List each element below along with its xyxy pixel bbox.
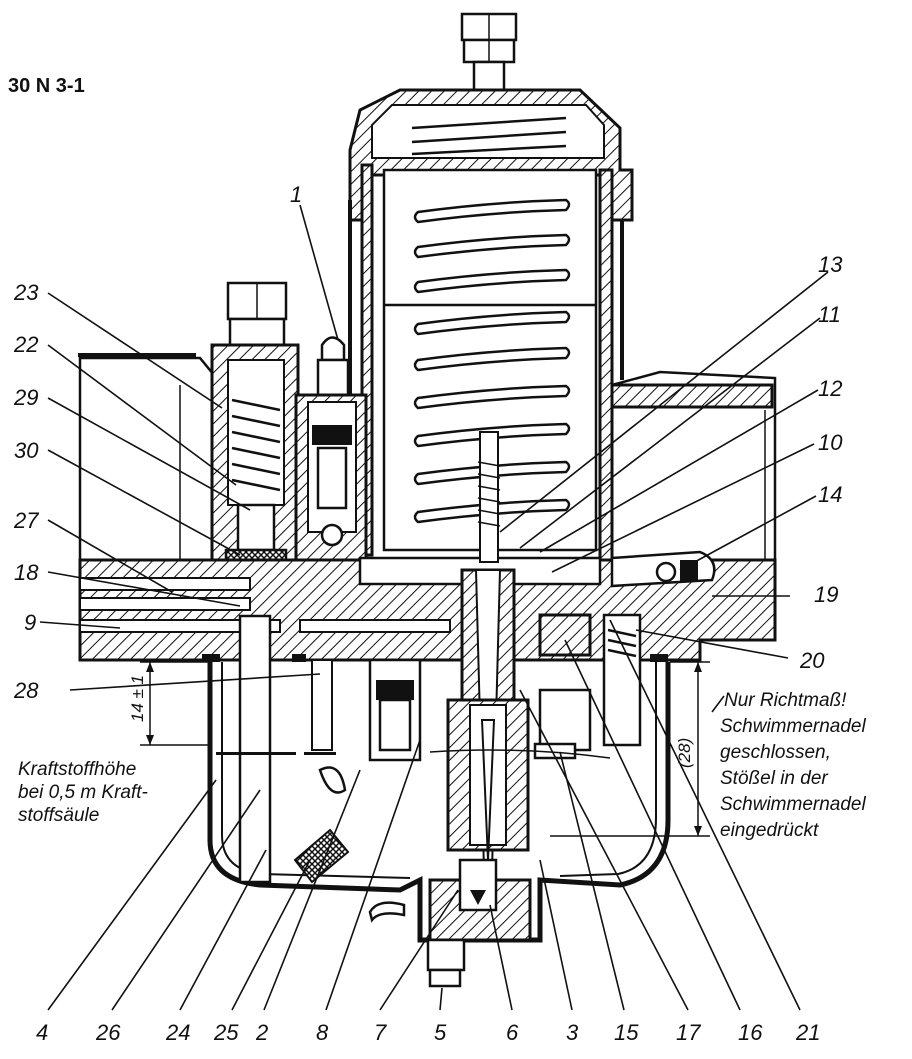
reference-note-line-4: Stößel in der [720,768,828,789]
callout-24: 24 [165,1020,190,1045]
spring-coil [413,233,571,259]
reference-note-line-5: Schwimmernadel [720,794,866,815]
intake-flange [78,353,220,577]
spring-coil [413,198,571,224]
float-bowl [207,662,671,988]
spring-coil [413,310,571,336]
return-spring [413,198,571,524]
callout-29: 29 [13,385,38,410]
callout-12: 12 [818,376,842,401]
fuel-height-note: Kraftstoffhöhe bei 0,5 m Kraft- stoffsäu… [18,759,148,826]
callout-28: 28 [13,678,39,703]
callout-23: 23 [13,280,39,305]
reference-note-line-1: Nur Richtmaß! [724,690,847,711]
spring-coil [413,268,571,294]
callout-4: 4 [36,1020,48,1045]
callout-20: 20 [799,648,825,673]
fuel-height-note-line-2: bei 0,5 m Kraft- [18,782,148,803]
outlet-flange [610,370,777,614]
callout-15: 15 [614,1020,639,1045]
callout-2: 2 [255,1020,268,1045]
fuel-height-note-line-1: Kraftstoffhöhe [18,759,136,780]
callout-3: 3 [566,1020,579,1045]
callout-22: 22 [13,332,38,357]
drawing-code: 30 N 3-1 [8,75,85,97]
callout-10: 10 [818,430,843,455]
callout-30: 30 [14,438,39,463]
callout-18: 18 [14,560,39,585]
callout-25: 25 [213,1020,239,1045]
reference-note-line-2: Schwimmernadel [720,716,866,737]
spring-coil [413,384,571,410]
callout-19: 19 [814,582,838,607]
callout-9: 9 [24,610,36,635]
reference-note: Nur Richtmaß! Schwimmernadel geschlossen… [711,690,866,841]
callout-13: 13 [818,252,843,277]
jet-needle [446,431,530,871]
callout-16: 16 [738,1020,763,1045]
mixing-body [78,550,777,662]
reference-note-line-6: eingedrückt [720,820,819,841]
float-reference-dimension: (28) [550,661,710,837]
top-cap [348,12,634,222]
callout-6: 6 [506,1020,519,1045]
bowl-internals [216,613,642,884]
callout-1: 1 [290,182,302,207]
callout-27: 27 [13,508,39,533]
float-reference-dimension-value: (28) [675,738,694,768]
callout-5: 5 [434,1020,447,1045]
callout-21: 21 [795,1020,820,1045]
float-needle-valve-top [294,336,368,562]
fuel-level-dimension-value: 14 ± 1 [128,675,147,722]
callout-11: 11 [818,302,841,327]
callout-labels: 1 23 22 29 30 27 18 9 28 13 11 12 10 14 … [13,182,843,1045]
callout-14: 14 [818,482,842,507]
leader-lines [39,204,829,1011]
reference-note-line-3: geschlossen, [720,742,831,763]
callout-17: 17 [676,1020,701,1045]
callout-7: 7 [374,1020,387,1045]
fuel-height-note-line-3: stoffsäule [18,805,99,826]
spring-coil [413,346,571,372]
callout-8: 8 [316,1020,329,1045]
callout-26: 26 [95,1020,121,1045]
fuel-level-dimension: 14 ± 1 [128,661,210,746]
